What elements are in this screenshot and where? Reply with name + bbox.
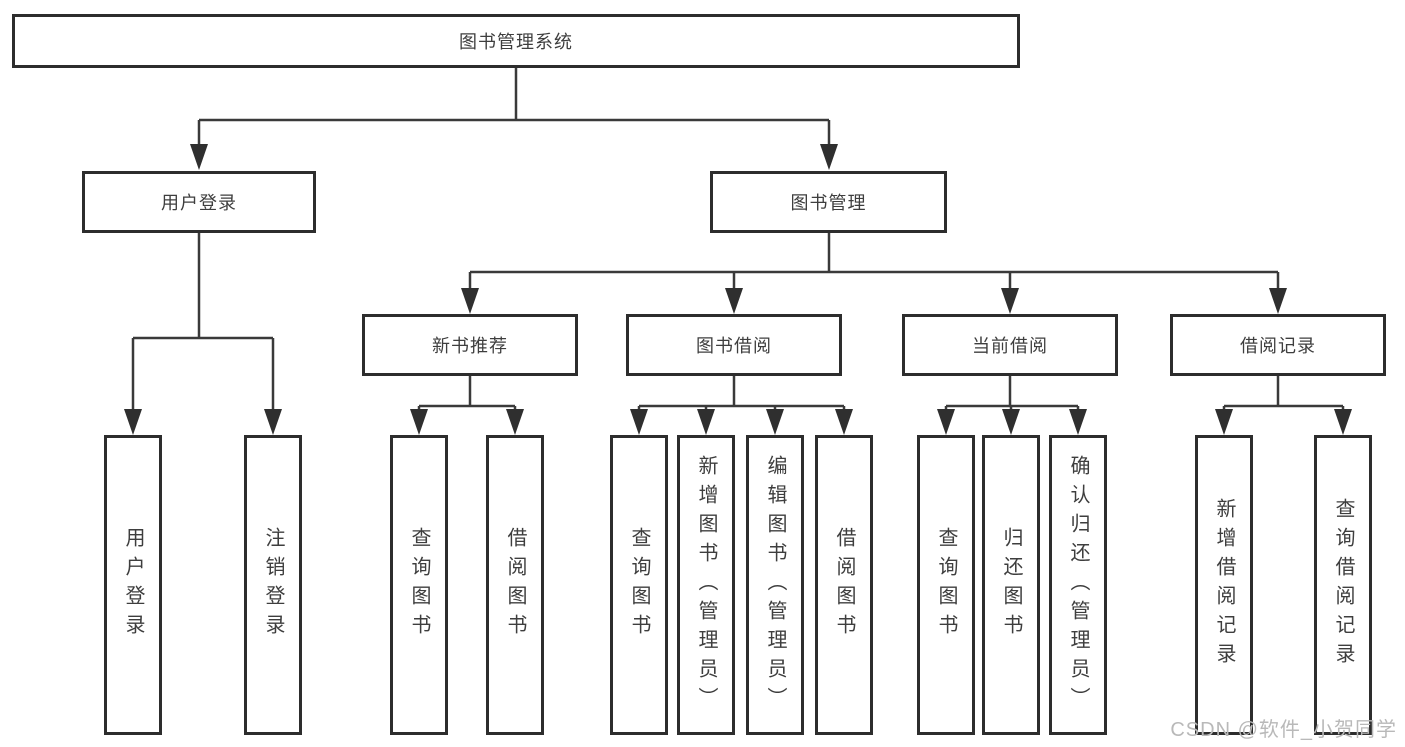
leaf-return-books: 归还图书 [982,435,1040,735]
connector-book-borrow [637,376,846,411]
node-book-borrow: 图书借阅 [626,314,842,376]
connector-root [197,68,831,146]
arrow-down-icon [630,409,648,435]
arrow-down-icon [835,409,853,435]
leaf-add-borrow-record: 新增借阅记录 [1195,435,1253,735]
node-library-system: 图书管理系统 [12,14,1020,68]
arrow-down-icon [1215,409,1233,435]
arrow-down-icon [506,409,524,435]
arrow-down-icon [766,409,784,435]
arrow-down-icon [1001,288,1019,314]
arrow-down-icon [1334,409,1352,435]
watermark: CSDN @软件_小贺同学 [1170,719,1397,741]
arrow-down-icon [410,409,428,435]
arrow-down-icon [461,288,479,314]
arrow-down-icon [937,409,955,435]
node-current-borrow: 当前借阅 [902,314,1118,376]
leaf-add-book-admin: 新增图书（管理员） [677,435,735,735]
leaf-query-borrow-record: 查询借阅记录 [1314,435,1372,735]
arrow-down-icon [1002,409,1020,435]
arrow-down-icon [725,288,743,314]
leaf-confirm-return-admin: 确认归还（管理员） [1049,435,1107,735]
arrow-down-icon [697,409,715,435]
node-borrow-records: 借阅记录 [1170,314,1386,376]
arrow-down-icon [264,409,282,435]
leaf-edit-book-admin: 编辑图书（管理员） [746,435,804,735]
leaf-user-login: 用户登录 [104,435,162,735]
node-book-management: 图书管理 [710,171,947,233]
arrow-down-icon [820,144,838,170]
leaf-query-books-current: 查询图书 [917,435,975,735]
connector-user-login [131,233,275,411]
arrow-down-icon [124,409,142,435]
arrow-down-icon [1069,409,1087,435]
leaf-logout: 注销登录 [244,435,302,735]
connector-borrow-records [1222,376,1345,411]
node-new-book-recommend: 新书推荐 [362,314,578,376]
leaf-borrow-books-recommend: 借阅图书 [486,435,544,735]
node-user-login: 用户登录 [82,171,316,233]
connector-current-borrow [944,376,1080,411]
leaf-query-books-recommend: 查询图书 [390,435,448,735]
leaf-query-books-borrow: 查询图书 [610,435,668,735]
arrow-down-icon [190,144,208,170]
connector-new-book [417,376,517,411]
connector-book-management [468,233,1280,290]
leaf-borrow-books: 借阅图书 [815,435,873,735]
arrow-down-icon [1269,288,1287,314]
